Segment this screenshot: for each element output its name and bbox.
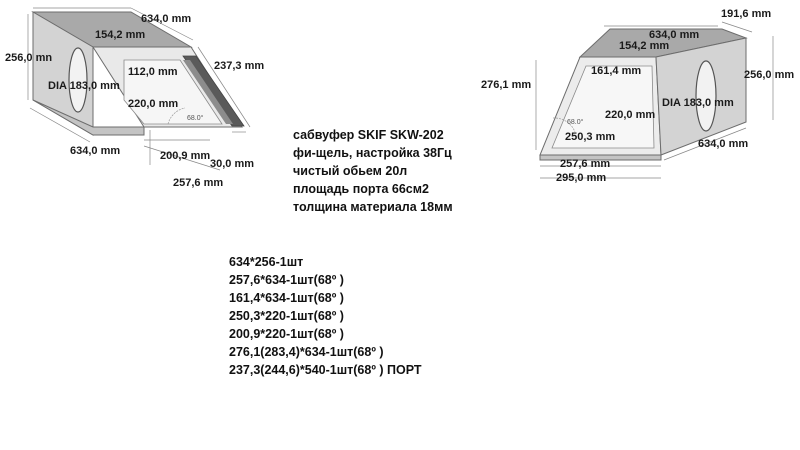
cut-list-item: 161,4*634-1шт(68º ) (229, 291, 344, 305)
cut-list-item: 250,3*220-1шт(68º ) (229, 309, 344, 323)
cut-list-item: 200,9*220-1шт(68º ) (229, 327, 344, 341)
left-dim-slope: 237,3 mm (214, 60, 264, 72)
right-dim-inner-slope: 250,3 mm (565, 131, 615, 143)
left-dim-base-outer: 257,6 mm (173, 177, 223, 189)
left-dim-port-thickness: 30,0 mm (210, 158, 254, 170)
right-dim-top-width: 191,6 mm (721, 8, 771, 20)
spec-model: сабвуфер SKIF SKW-202 (293, 128, 444, 142)
right-dim-front-height: 276,1 mm (481, 79, 531, 91)
left-bottom-face (32, 99, 145, 136)
spec-material-thickness: толщина материала 18мм (293, 200, 453, 214)
right-cavity (551, 65, 655, 149)
left-dim-height: 256,0 mn (5, 52, 52, 64)
right-dim-front-inner: 161,4 mm (591, 65, 641, 77)
right-bottom-strip (539, 154, 662, 161)
right-dim-bottom-length: 634,0 mm (698, 138, 748, 150)
left-enclosure-drawing: 634,0 mm 154,2 mm 256,0 mn DIA 183,0 mm … (5, 7, 264, 189)
right-enclosure-drawing: 191,6 mm 634,0 mm 154,2 mm 161,4 mm 276,… (481, 8, 794, 184)
left-dimension-lines (27, 7, 251, 171)
right-dimension-lines (535, 21, 774, 179)
left-dim-bottom-length: 634,0 mm (70, 145, 120, 157)
right-dim-base-outer: 295,0 mm (556, 172, 606, 184)
right-dim-top-inner: 154,2 mm (619, 40, 669, 52)
right-angle-arc (552, 117, 576, 133)
cut-list-item: 257,6*634-1шт(68º ) (229, 273, 344, 287)
right-dim-driver-dia: DIA 183,0 mm (662, 97, 734, 109)
left-dim-top-length: 634,0 mm (141, 13, 191, 25)
left-port-inner (183, 60, 233, 124)
left-dim-top-inner: 154,2 mm (95, 29, 145, 41)
left-driver-hole (68, 47, 88, 113)
spec-tuning: фи-щель, настройка 38Гц (293, 146, 452, 160)
right-angle-label: 68.0° (567, 118, 584, 126)
right-dim-height: 256,0 mm (744, 69, 794, 81)
right-dim-top-length: 634,0 mm (649, 29, 699, 41)
right-driver-hole (695, 60, 717, 132)
right-dim-inner-depth: 220,0 mm (605, 109, 655, 121)
cut-list-item: 276,1(283,4)*634-1шт(68º ) (229, 345, 384, 359)
left-dim-driver-dia: DIA 183,0 mm (48, 80, 120, 92)
cut-list: 634*256-1шт 257,6*634-1шт(68º ) 161,4*63… (229, 253, 422, 379)
cut-list-item: 237,3(244,6)*540-1шт(68º ) ПОРТ (229, 363, 422, 377)
left-cavity (123, 59, 223, 125)
spec-volume: чистый обьем 20л (293, 164, 408, 178)
left-dim-inner-depth: 220,0 mm (128, 98, 178, 110)
right-dim-base-inner: 257,6 mm (560, 158, 610, 170)
spec-port-area: площадь порта 66см2 (293, 182, 429, 196)
cut-list-item: 634*256-1шт (229, 255, 304, 269)
left-angle-arc (167, 107, 186, 125)
enclosure-specs: сабвуфер SKIF SKW-202 фи-щель, настройка… (293, 126, 453, 216)
left-dim-port-gap: 112,0 mm (128, 66, 178, 78)
left-angle-label: 68.0° (187, 114, 204, 122)
left-dim-base-inner: 200,9 mm (160, 150, 210, 162)
